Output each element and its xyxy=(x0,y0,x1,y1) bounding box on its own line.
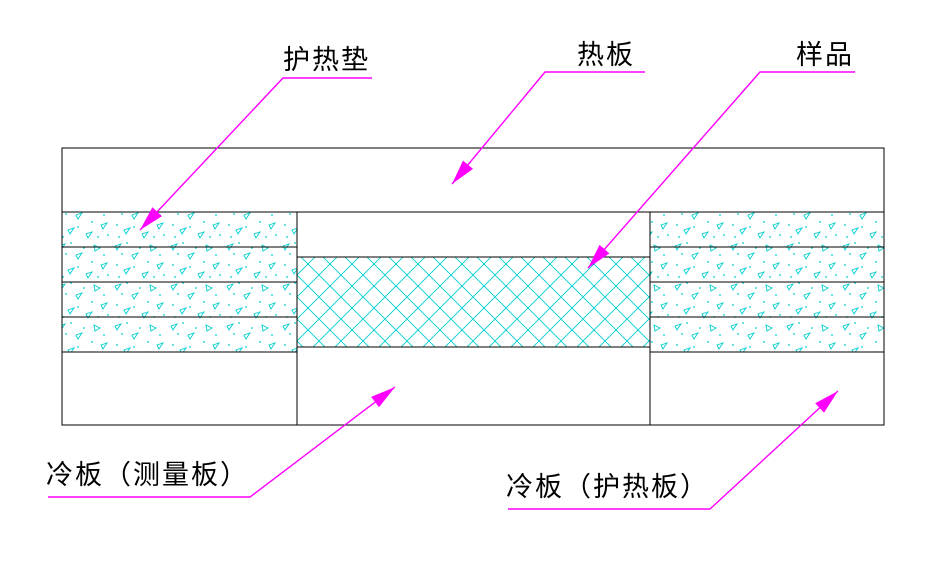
label-hot-plate: 热板 xyxy=(577,40,635,70)
arrowhead-guard-pad-icon xyxy=(140,207,162,230)
label-guard-pad: 护热垫 xyxy=(283,45,370,75)
leader-sample xyxy=(587,71,855,269)
leader-hot-plate xyxy=(451,71,645,185)
sample-region xyxy=(296,256,651,348)
arrowhead-cold-plate-measuring-icon xyxy=(371,387,395,408)
label-cold-plate-measuring: 冷板（测量板） xyxy=(46,460,249,490)
arrowhead-hot-plate-icon xyxy=(452,160,473,184)
arrowhead-sample-icon xyxy=(588,244,610,268)
label-cold-plate-guard: 冷板（护热板） xyxy=(506,472,709,502)
leader-cold-plate-guard xyxy=(508,390,839,510)
leader-cold-plate-measuring xyxy=(48,386,396,498)
arrowhead-cold-plate-guard-icon xyxy=(815,391,838,413)
label-sample: 样品 xyxy=(796,40,854,70)
leader-guard-pad xyxy=(139,77,372,231)
